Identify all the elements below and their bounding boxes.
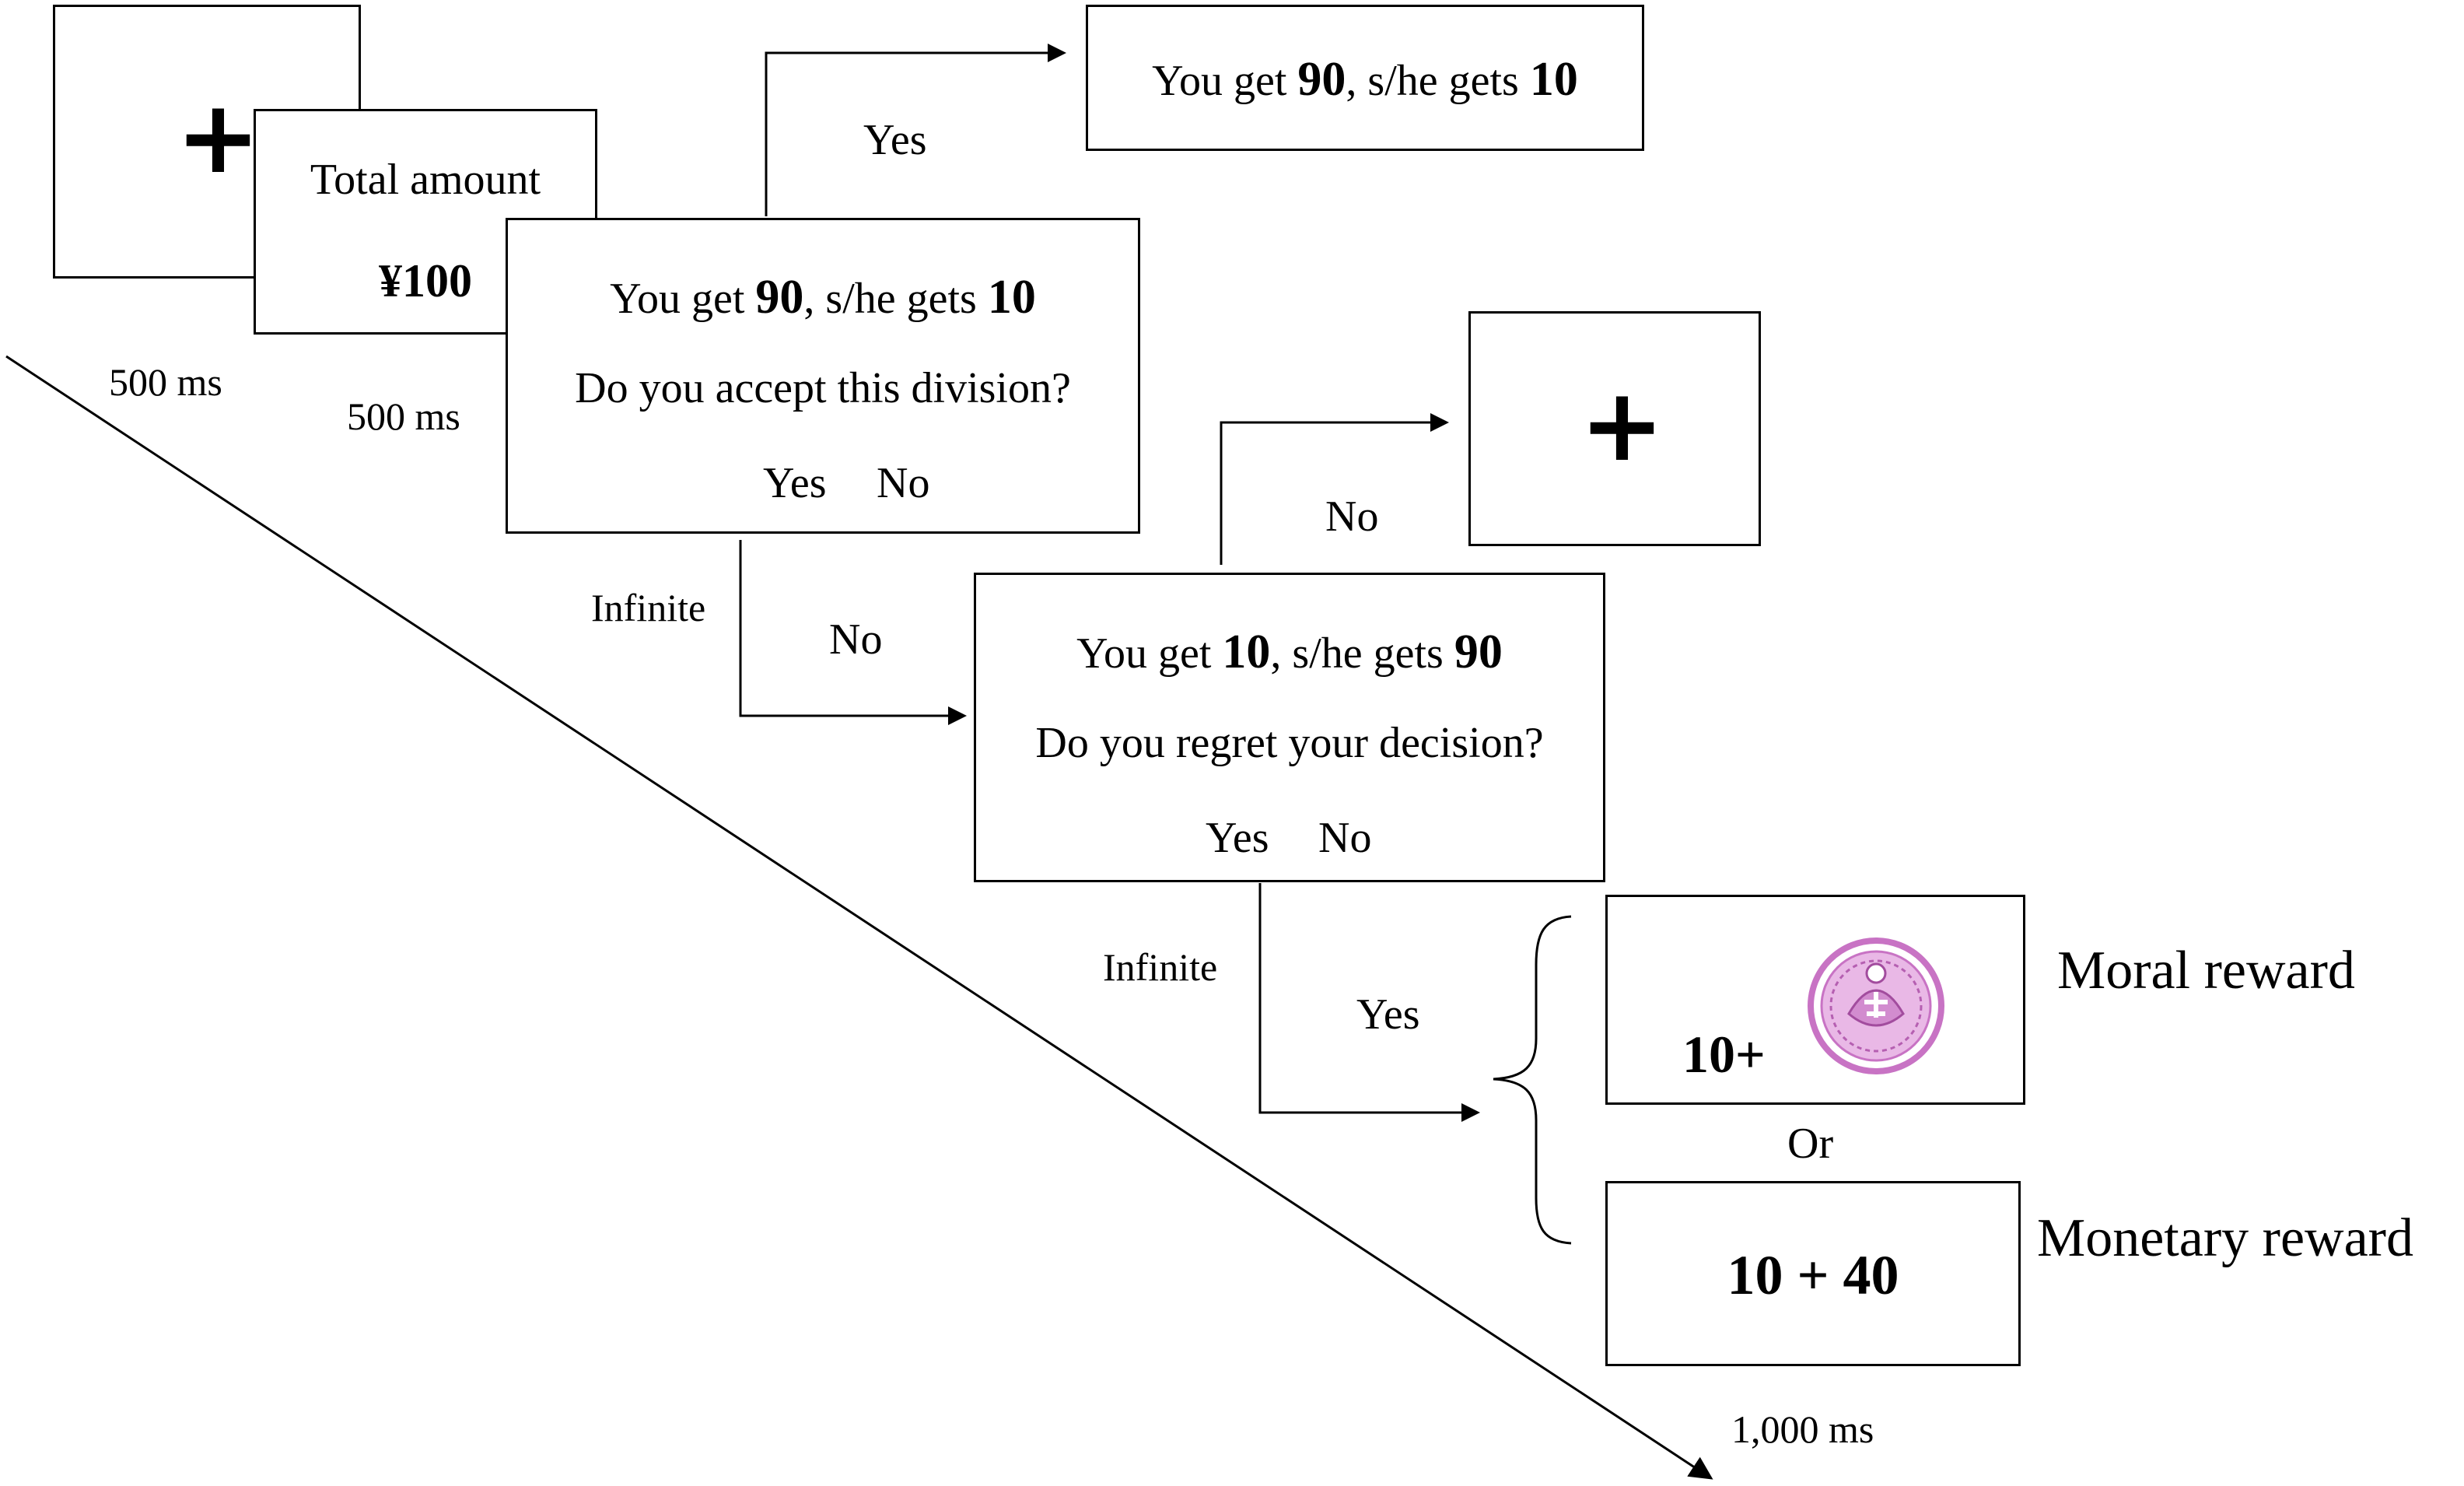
accept-result-text: You get 90, s/he gets 10: [1152, 53, 1578, 106]
no-label-right: No: [1325, 492, 1379, 541]
fixation-cross: +: [176, 78, 261, 196]
total-amount-value: ¥100: [379, 255, 472, 307]
end-fixation-box: +: [1468, 311, 1761, 546]
regret-text: You get 10, s/he gets 90: [1076, 626, 1503, 678]
timeline-end-label: 1,000 ms: [1731, 1407, 1874, 1451]
total-amount-duration: 500 ms: [347, 394, 460, 438]
timeline-arrow: [5, 355, 1713, 1480]
no-label-mid: No: [829, 615, 883, 664]
regret-no-option: No: [1318, 814, 1372, 862]
yes-arrow-bottom: [1258, 883, 1480, 1122]
offer-duration: Infinite: [591, 586, 706, 629]
regret-box: You get 10, s/he gets 90 Do you regret y…: [974, 573, 1605, 882]
yes-label-bottom: Yes: [1356, 990, 1420, 1039]
offer-box: You get 90, s/he gets 10 Do you accept t…: [506, 218, 1140, 534]
offer-text: You get 90, s/he gets 10: [610, 271, 1036, 324]
moral-reward-badge-icon: [1808, 938, 1944, 1074]
moral-reward-label: Moral reward: [2057, 941, 2355, 1001]
accept-other-amount: 10: [1529, 53, 1578, 106]
no-arrow-mid: [739, 540, 967, 725]
regret-question: Do you regret your decision?: [1035, 719, 1544, 767]
regret-yes-option: Yes: [1206, 814, 1269, 862]
accept-result-box: You get 90, s/he gets 10: [1086, 5, 1644, 151]
monetary-reward-label: Monetary reward: [2037, 1208, 2413, 1268]
accept-you-amount: 90: [1297, 53, 1346, 106]
yes-arrow-top: [765, 44, 1066, 216]
end-fixation-cross: +: [1580, 366, 1664, 484]
no-arrow-right: [1220, 413, 1449, 565]
offer-no-option: No: [877, 459, 930, 507]
regret-other-amount: 90: [1454, 626, 1503, 678]
reward-brace: [1493, 915, 1572, 1245]
monetary-reward-box: 10 + 40 Monetary reward: [1605, 1181, 2413, 1366]
offer-question: Do you accept this division?: [575, 364, 1071, 412]
monetary-reward-value: 10 + 40: [1727, 1244, 1899, 1306]
offer-other-amount: 10: [987, 271, 1036, 324]
fixation-duration: 500 ms: [109, 360, 222, 404]
yes-label-top: Yes: [863, 116, 927, 164]
regret-duration: Infinite: [1103, 945, 1218, 989]
or-label: Or: [1787, 1120, 1834, 1168]
offer-yes-option: Yes: [763, 459, 827, 507]
offer-you-amount: 90: [755, 271, 804, 324]
regret-you-amount: 10: [1222, 626, 1271, 678]
total-amount-label: Total amount: [310, 156, 541, 204]
moral-reward-box: 10+ Moral reward: [1605, 895, 2355, 1105]
moral-reward-value: 10+: [1682, 1025, 1766, 1084]
